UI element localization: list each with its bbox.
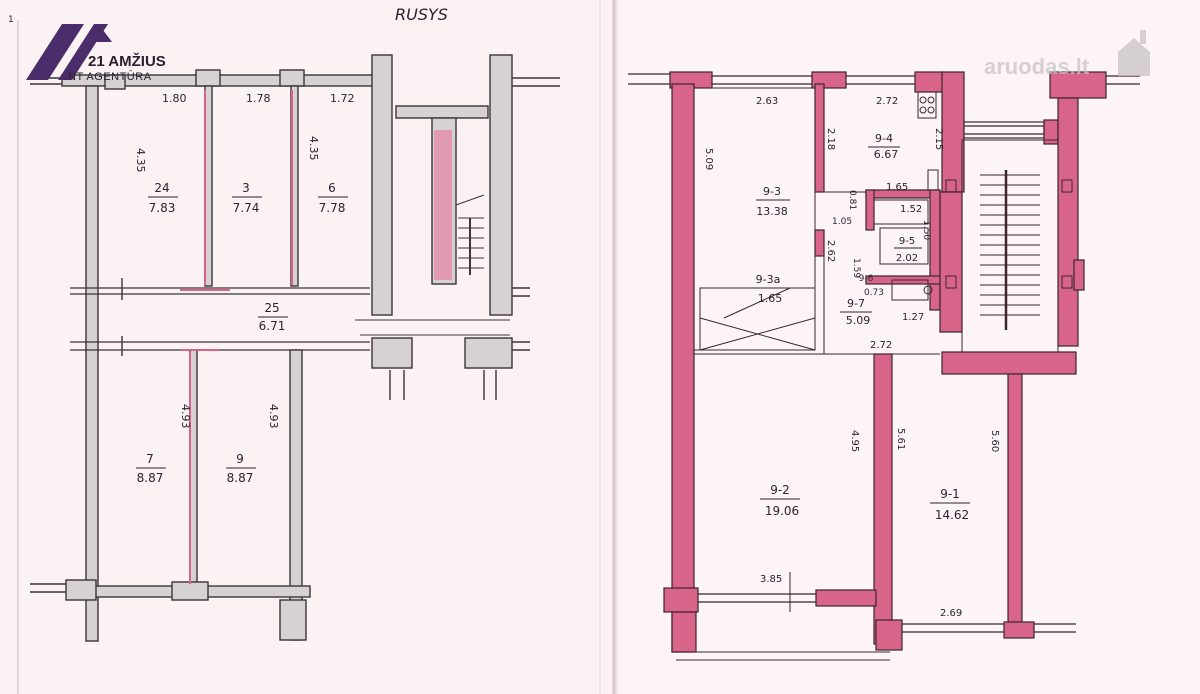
dimension-label: 0.81 xyxy=(847,190,857,210)
room-number: 9-3a xyxy=(756,273,781,286)
left-plan xyxy=(30,54,560,642)
room-label: 9-6 0.73 xyxy=(859,274,884,298)
room-label: 9-3 13.38 xyxy=(756,185,790,218)
room-area: 14.62 xyxy=(935,508,969,522)
room-number: 9-1 xyxy=(940,487,960,501)
dimension-label: 3.85 xyxy=(760,574,782,585)
room-label: 9-2 19.06 xyxy=(760,483,800,518)
dimension-label: 2.69 xyxy=(940,608,962,619)
room-number: 24 xyxy=(154,181,169,195)
room-number: 6 xyxy=(328,181,336,195)
right-plan-rooms: 9-3 13.38 9-4 6.67 9-5 2.02 9-6 0.73 9-3… xyxy=(748,132,970,522)
room-area: 8.87 xyxy=(137,471,164,485)
room-number: 9-6 xyxy=(859,274,874,284)
room-label: 9 8.87 xyxy=(226,452,256,485)
room-area: 7.74 xyxy=(233,201,260,215)
room-area: 6.71 xyxy=(259,319,286,333)
left-plan-dimensions: 1.80 1.78 1.72 4.35 4.35 4.93 4.93 xyxy=(134,92,355,429)
watermark-text: aruodas.lt xyxy=(984,54,1090,79)
dimension-label: 1.80 xyxy=(162,92,187,105)
watermark: aruodas.lt xyxy=(984,30,1150,79)
dimension-label: 2.72 xyxy=(870,340,892,351)
room-area: 8.87 xyxy=(227,471,254,485)
dimension-label: 4.93 xyxy=(179,404,192,429)
dimension-label: 1.78 xyxy=(246,92,271,105)
room-label: 9-7 5.09 xyxy=(840,297,872,327)
logo-subtitle: NT AGENTŪRA xyxy=(68,71,152,83)
room-area: 13.38 xyxy=(756,205,788,218)
room-area: 19.06 xyxy=(765,504,799,518)
dimension-label: 5.61 xyxy=(895,428,906,450)
dimension-label: 4.35 xyxy=(134,148,147,173)
dimension-label: 2.18 xyxy=(825,128,836,150)
room-area: 5.09 xyxy=(846,314,871,327)
room-area: 6.67 xyxy=(874,148,899,161)
room-area: 7.83 xyxy=(149,201,176,215)
dimension-label: 1.27 xyxy=(902,312,924,323)
dimension-label: 2.72 xyxy=(876,96,898,107)
page-number: 1 xyxy=(8,15,14,25)
room-label: 9-4 6.67 xyxy=(868,132,900,161)
dimension-label: 2.15 xyxy=(933,128,944,150)
dimension-label: 1.05 xyxy=(832,217,852,227)
dimension-label: 4.93 xyxy=(267,404,280,429)
room-label: 7 8.87 xyxy=(136,452,166,485)
right-page xyxy=(618,0,1200,694)
room-number: 3 xyxy=(242,181,250,195)
dimension-label: 1.65 xyxy=(886,182,908,193)
dimension-label: 1.72 xyxy=(330,92,355,105)
room-number: 9-5 xyxy=(899,236,915,247)
room-number: 9 xyxy=(236,452,244,466)
room-label: 3 7.74 xyxy=(232,181,262,215)
room-label: 24 7.83 xyxy=(148,181,178,215)
house-icon xyxy=(1118,30,1150,76)
room-area: 0.73 xyxy=(864,288,884,298)
room-number: 9-3 xyxy=(763,185,781,198)
room-label: 9-5 2.02 xyxy=(894,236,922,264)
dimension-label: 2.62 xyxy=(825,240,836,262)
room-area: 1.65 xyxy=(758,292,783,305)
company-logo: 21 AMŽIUS NT AGENTŪRA xyxy=(26,24,166,83)
room-area: 2.02 xyxy=(896,253,918,264)
room-number: 9-7 xyxy=(847,297,865,310)
dimension-label: 4.95 xyxy=(849,430,860,452)
left-plan-rooms: 24 7.83 3 7.74 6 7.78 25 6.71 7 8.87 9 8… xyxy=(136,181,348,485)
room-label: 6 7.78 xyxy=(318,181,348,215)
logo-mark-icon xyxy=(26,24,84,80)
dimension-label: 5.09 xyxy=(703,148,714,170)
room-number: 25 xyxy=(264,301,279,315)
left-plan-accents xyxy=(180,90,510,584)
room-number: 7 xyxy=(146,452,154,466)
room-label: 25 6.71 xyxy=(258,301,288,333)
plan-title: RUSYS xyxy=(395,5,448,24)
wall xyxy=(85,85,99,642)
dimension-label: 1.59 xyxy=(851,258,861,278)
room-area: 7.78 xyxy=(319,201,346,215)
dimension-label: 5.60 xyxy=(989,430,1000,452)
logo-name: 21 AMŽIUS xyxy=(88,52,166,70)
dimension-label: 4.35 xyxy=(307,136,320,161)
room-label: 9-3a 1.65 xyxy=(748,273,790,305)
room-number: 9-2 xyxy=(770,483,790,497)
dimension-label: 1.52 xyxy=(900,204,922,215)
right-plan-dimensions: 2.63 2.72 2.18 2.15 5.09 1.65 1.52 1.50 … xyxy=(703,96,1000,619)
room-number: 9-4 xyxy=(875,132,893,145)
dimension-label: 1.50 xyxy=(921,220,931,240)
dimension-label: 2.63 xyxy=(756,96,778,107)
room-label: 9-1 14.62 xyxy=(930,487,970,522)
